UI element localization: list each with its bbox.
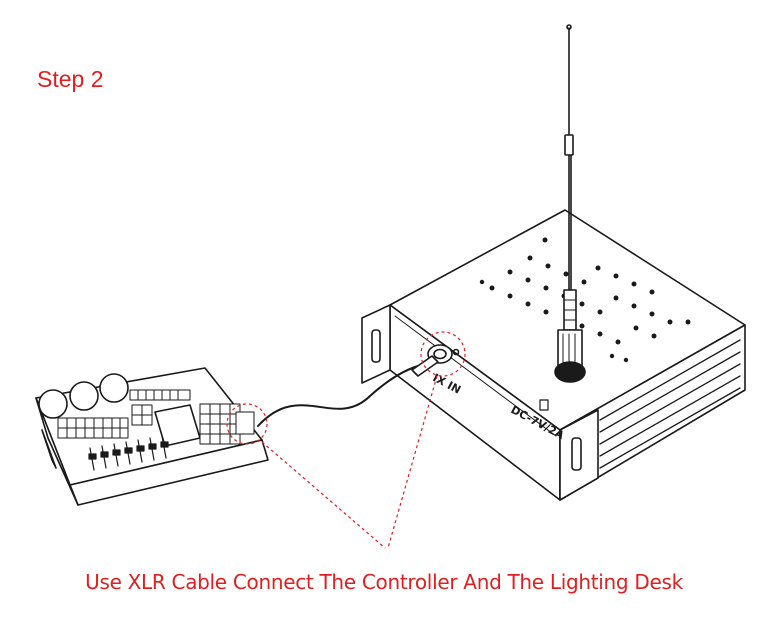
top-vent-holes — [479, 237, 691, 363]
rack-ear-left — [361, 304, 391, 384]
desk-dmx-port — [235, 411, 255, 435]
callout-controller-port — [420, 331, 466, 377]
knob-right — [99, 373, 129, 403]
desk-faders — [88, 435, 169, 471]
antenna — [554, 24, 586, 383]
wireless-controller: IX IN DC-7V/2A — [361, 24, 746, 501]
step-title: Step 2 — [37, 66, 104, 92]
lighting-desk — [35, 367, 269, 506]
knob-left — [38, 389, 68, 419]
rack-ear-right — [559, 409, 599, 501]
power-socket-icon — [539, 399, 549, 411]
callout-desk-port — [226, 403, 268, 445]
side-vents — [599, 339, 741, 469]
knob-middle — [69, 381, 99, 411]
desk-buttons — [57, 389, 241, 445]
callouts — [226, 331, 466, 549]
instruction-caption: Use XLR Cable Connect The Controller And… — [85, 570, 683, 594]
xlr-cable — [257, 365, 419, 427]
